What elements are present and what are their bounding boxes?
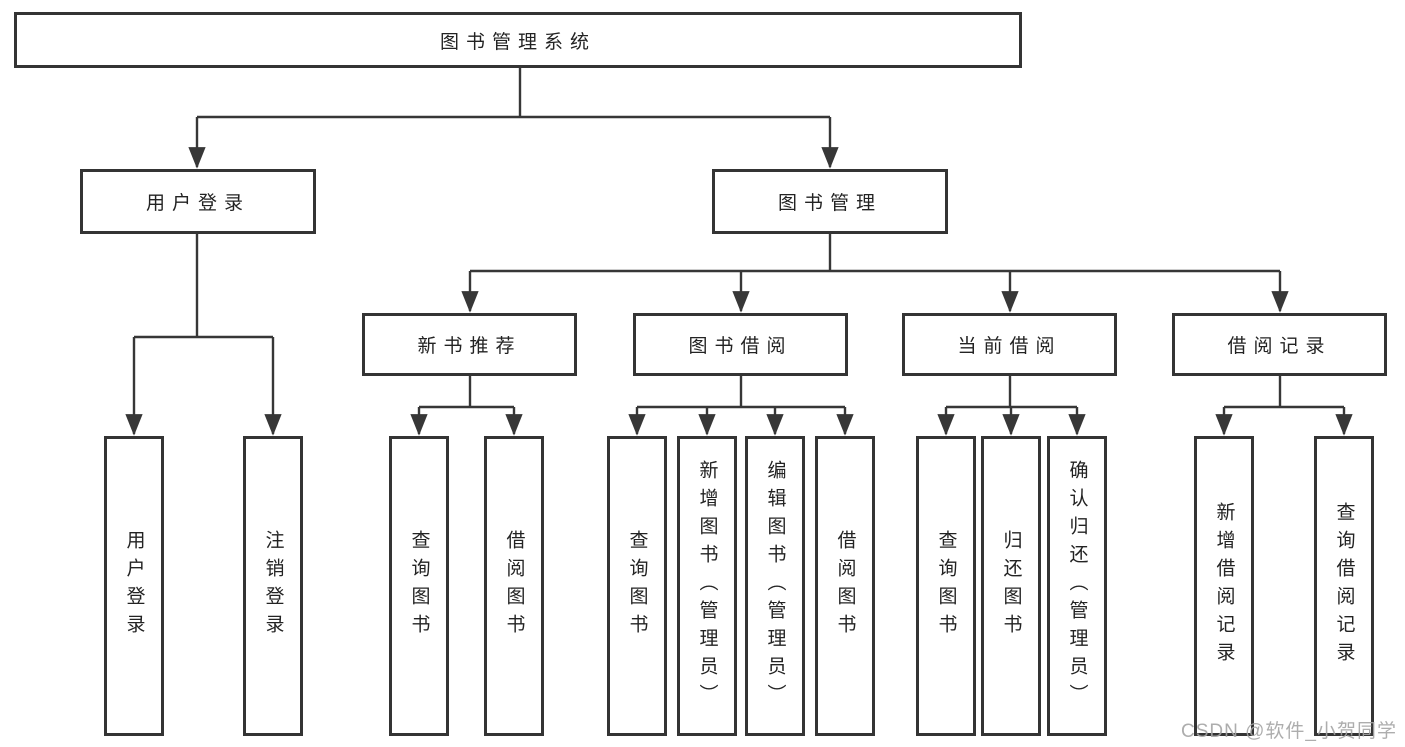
leaf-bb-edit-books-admin: 编辑图书（管理员）	[745, 436, 805, 736]
leaf-cb-query-books-label: 查询图书	[935, 530, 957, 642]
leaf-br-query-record-label: 查询借阅记录	[1333, 502, 1355, 670]
node-current-borrow: 当前借阅	[902, 313, 1117, 376]
node-borrow-records: 借阅记录	[1172, 313, 1387, 376]
leaf-nb-borrow-books: 借阅图书	[484, 436, 544, 736]
leaf-cb-return-books: 归还图书	[981, 436, 1041, 736]
node-borrow-records-label: 借阅记录	[1227, 336, 1332, 357]
leaf-bb-add-books-admin-label: 新增图书（管理员）	[696, 460, 718, 712]
node-root: 图书管理系统	[14, 12, 1022, 68]
node-user-login-label: 用户登录	[145, 193, 250, 214]
node-user-login: 用户登录	[80, 169, 316, 234]
node-new-book-recommend-label: 新书推荐	[417, 336, 522, 357]
leaf-bb-add-books-admin: 新增图书（管理员）	[677, 436, 737, 736]
leaf-cb-return-books-label: 归还图书	[1000, 530, 1022, 642]
leaf-bb-borrow-books-label: 借阅图书	[834, 530, 856, 642]
leaf-br-add-record-label: 新增借阅记录	[1213, 502, 1235, 670]
leaf-user-login-label: 用户登录	[123, 530, 145, 642]
leaf-user-login: 用户登录	[104, 436, 164, 736]
watermark-text: CSDN @软件_小贺同学	[1181, 721, 1397, 742]
leaf-br-query-record: 查询借阅记录	[1314, 436, 1374, 736]
leaf-logout: 注销登录	[243, 436, 303, 736]
node-book-borrow-label: 图书借阅	[688, 336, 793, 357]
leaf-bb-query-books: 查询图书	[607, 436, 667, 736]
node-book-borrow: 图书借阅	[633, 313, 848, 376]
node-root-label: 图书管理系统	[439, 31, 596, 53]
leaf-logout-label: 注销登录	[262, 530, 284, 642]
leaf-cb-confirm-return-admin-label: 确认归还（管理员）	[1066, 460, 1088, 712]
node-new-book-recommend: 新书推荐	[362, 313, 577, 376]
leaf-cb-query-books: 查询图书	[916, 436, 976, 736]
leaf-bb-query-books-label: 查询图书	[626, 530, 648, 642]
leaf-nb-borrow-books-label: 借阅图书	[503, 530, 525, 642]
leaf-bb-edit-books-admin-label: 编辑图书（管理员）	[764, 460, 786, 712]
node-current-borrow-label: 当前借阅	[957, 336, 1062, 357]
leaf-cb-confirm-return-admin: 确认归还（管理员）	[1047, 436, 1107, 736]
leaf-br-add-record: 新增借阅记录	[1194, 436, 1254, 736]
leaf-bb-borrow-books: 借阅图书	[815, 436, 875, 736]
node-book-mgmt-label: 图书管理	[777, 193, 882, 214]
node-book-mgmt: 图书管理	[712, 169, 948, 234]
leaf-nb-query-books-label: 查询图书	[408, 530, 430, 642]
leaf-nb-query-books: 查询图书	[389, 436, 449, 736]
